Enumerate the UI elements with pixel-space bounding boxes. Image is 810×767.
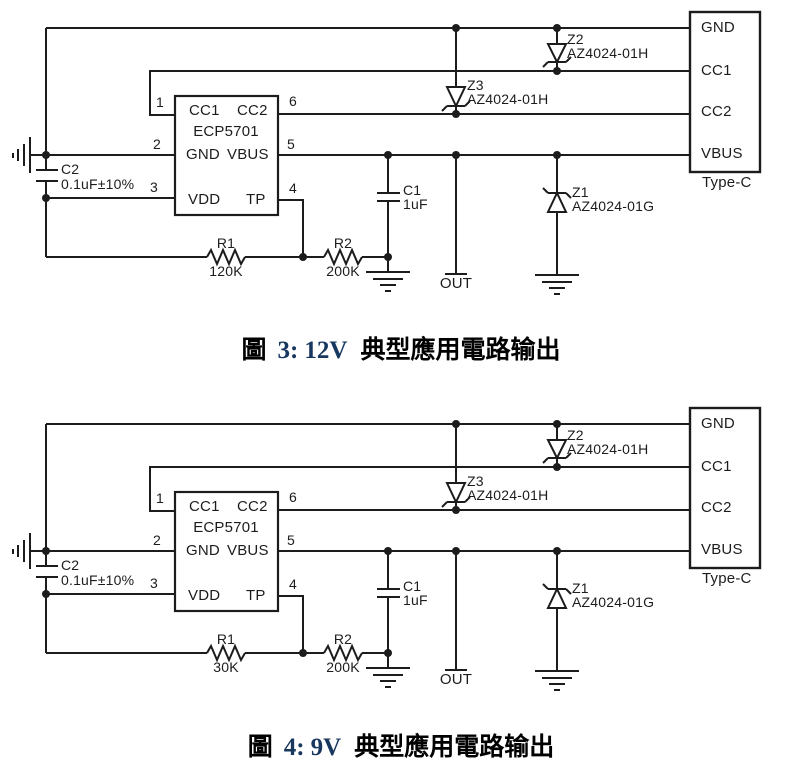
- ic-vdd-label: VDD: [188, 191, 221, 208]
- pin5-number: 5: [287, 532, 295, 548]
- z3-value-label: AZ4024-01H: [467, 91, 549, 107]
- figure-4-caption-voltage: 9V: [310, 734, 342, 761]
- pin6-number: 6: [289, 489, 297, 505]
- z2-ref-label: Z2: [567, 427, 584, 443]
- z3-value-label: AZ4024-01H: [467, 487, 549, 503]
- ic-gnd-label: GND: [186, 542, 220, 559]
- r1-value-label: 30K: [213, 659, 239, 675]
- ic-part-number: ECP5701: [193, 519, 259, 536]
- ic-tp-label: TP: [246, 191, 266, 208]
- typec-gnd-pin-label: GND: [701, 415, 735, 432]
- z1-value-label: AZ4024-01G: [572, 594, 655, 610]
- z3-ref-label: Z3: [467, 473, 484, 489]
- typec-connector-label: Type-C: [702, 174, 752, 191]
- typec-vbus-pin-label: VBUS: [701, 541, 743, 558]
- z1-ref-label: Z1: [572, 184, 589, 200]
- ic-cc2-label: CC2: [237, 102, 268, 119]
- pin4-number: 4: [289, 576, 297, 592]
- r2-ref-label: R2: [333, 235, 353, 251]
- out-terminal-label: OUT: [439, 671, 473, 688]
- pin2-number: 2: [153, 136, 161, 152]
- c1-value-label: 1uF: [403, 196, 428, 212]
- c1-value-label: 1uF: [403, 592, 428, 608]
- z2-value-label: AZ4024-01H: [567, 441, 649, 457]
- typec-connector-label: Type-C: [702, 570, 752, 587]
- r2-ref-label: R2: [333, 631, 353, 647]
- z2-value-label: AZ4024-01H: [567, 45, 649, 61]
- typec-cc1-pin-label: CC1: [701, 62, 732, 79]
- typec-cc2-pin-label: CC2: [701, 499, 732, 516]
- ic-tp-label: TP: [246, 587, 266, 604]
- circuit-12v-wires: [11, 10, 762, 296]
- ic-cc1-label: CC1: [189, 498, 220, 515]
- z3-ref-label: Z3: [467, 77, 484, 93]
- typec-gnd-pin-label: GND: [701, 19, 735, 36]
- out-terminal-label: OUT: [439, 275, 473, 292]
- pin3-number: 3: [150, 575, 158, 591]
- figure-3-caption-fig: 圖: [241, 337, 267, 364]
- ic-part-number: ECP5701: [193, 123, 259, 140]
- c2-value-label: 0.1uF±10%: [61, 572, 135, 588]
- ic-vdd-label: VDD: [188, 587, 221, 604]
- pin1-number: 1: [156, 490, 164, 506]
- figure-4-caption: 圖 4:9V 典型應用電路输出: [0, 727, 802, 763]
- typec-cc2-pin-label: CC2: [701, 103, 732, 120]
- typec-vbus-pin-label: VBUS: [701, 145, 743, 162]
- r1-ref-label: R1: [216, 235, 236, 251]
- r1-value-label: 120K: [209, 263, 243, 279]
- ic-vbus-label: VBUS: [227, 146, 269, 163]
- figure-4-caption-title: 典型應用電路输出: [354, 734, 555, 761]
- circuit-12v: C2 0.1uF±10% 1 2 3 6 5 4 CC1 CC2 ECP5701…: [0, 0, 810, 310]
- c2-ref-label: C2: [61, 161, 80, 177]
- figure-4-caption-fig: 圖: [247, 734, 273, 761]
- circuit-9v: C2 0.1uF±10% 1 2 3 6 5 4 CC1 CC2 ECP5701…: [0, 396, 810, 706]
- c1-ref-label: C1: [403, 578, 422, 594]
- z2-ref-label: Z2: [567, 31, 584, 47]
- r1-ref-label: R1: [216, 631, 236, 647]
- z1-ref-label: Z1: [572, 580, 589, 596]
- circuit-9v-wires: [11, 406, 762, 692]
- pin6-number: 6: [289, 93, 297, 109]
- figure-3-caption-title: 典型應用電路输出: [360, 337, 561, 364]
- typec-cc1-pin-label: CC1: [701, 458, 732, 475]
- pin5-number: 5: [287, 136, 295, 152]
- r2-value-label: 200K: [326, 659, 360, 675]
- pin2-number: 2: [153, 532, 161, 548]
- c2-value-label: 0.1uF±10%: [61, 176, 135, 192]
- r2-value-label: 200K: [326, 263, 360, 279]
- c2-ref-label: C2: [61, 557, 80, 573]
- ic-cc2-label: CC2: [237, 498, 268, 515]
- c1-ref-label: C1: [403, 182, 422, 198]
- z1-value-label: AZ4024-01G: [572, 198, 655, 214]
- ic-gnd-label: GND: [186, 146, 220, 163]
- figure-3-caption-number: 3:: [277, 337, 299, 364]
- figure-3-caption: 圖 3:12V 典型應用電路输出: [0, 330, 802, 366]
- pin1-number: 1: [156, 94, 164, 110]
- pin3-number: 3: [150, 179, 158, 195]
- ic-vbus-label: VBUS: [227, 542, 269, 559]
- figure-3-caption-voltage: 12V: [304, 337, 348, 364]
- figure-4-caption-number: 4:: [283, 734, 305, 761]
- ic-cc1-label: CC1: [189, 102, 220, 119]
- pin4-number: 4: [289, 180, 297, 196]
